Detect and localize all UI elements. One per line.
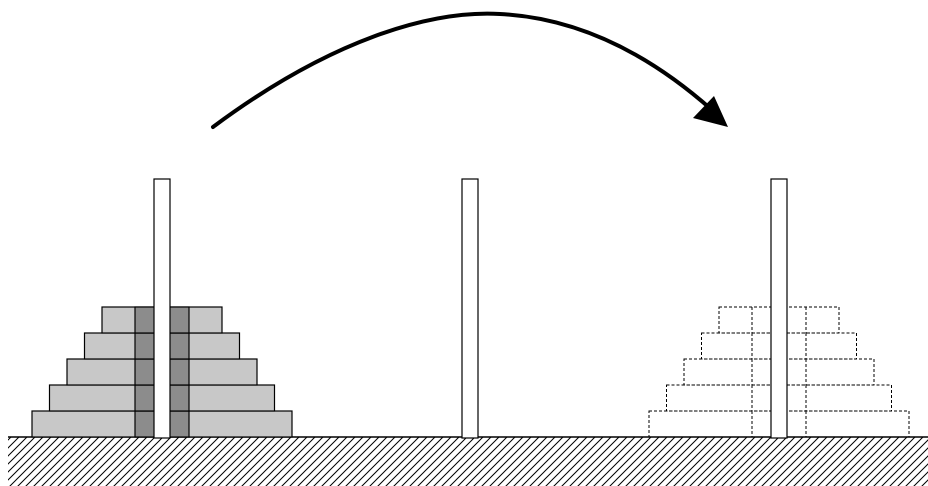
peg-target (770, 178, 788, 439)
move-arrow-head-icon (693, 96, 728, 127)
peg-auxiliary (461, 178, 479, 439)
move-arrow-curve (211, 11, 714, 129)
ground-hatch (8, 437, 928, 486)
peg-source (153, 178, 171, 439)
